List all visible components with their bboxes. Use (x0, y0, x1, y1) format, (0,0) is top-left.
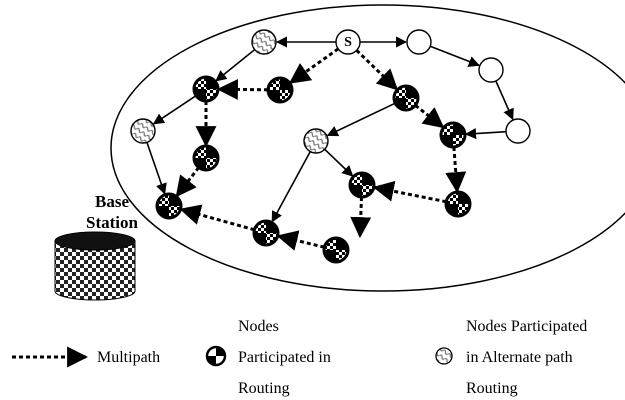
routing-node-R6 (348, 171, 376, 199)
path-edge-R1-A2 (152, 95, 197, 125)
source-node-label: S (344, 35, 352, 50)
routing-node-R5 (192, 144, 220, 172)
multipath-edge-R4-R7 (445, 146, 467, 194)
routing-node-R9 (322, 236, 350, 264)
multipath-edge-S-R3 (355, 49, 399, 91)
path-edge-W1-W2 (429, 45, 480, 67)
edges (146, 36, 514, 251)
path-edge-W2-W3 (495, 80, 514, 121)
multipath-edge-S-R2 (288, 47, 340, 84)
multipath-edge-R6-ENDV (350, 196, 372, 239)
base-station-node (155, 192, 183, 220)
base-station-label-line2: Station (86, 213, 139, 232)
legend-routing-label-line2: Participated in (238, 349, 331, 366)
path-edge-A1-R1 (215, 48, 256, 82)
base-station-label-line1: Base (95, 192, 129, 211)
legend-alternate-node-icon (435, 347, 453, 365)
network-boundary (110, 4, 625, 292)
routing-node-R3 (392, 84, 420, 112)
legend-alternate-label-line2: in Alternate path (466, 349, 573, 366)
path-edge-A2-BS (146, 142, 167, 195)
routing-node-R4 (439, 121, 467, 149)
routing-node-R1 (192, 75, 220, 103)
legend-routing-label-line1: Nodes (238, 318, 279, 335)
legend-alternate-label-line1: Nodes Participated (466, 318, 587, 335)
multipath-edge-R3-R4 (414, 104, 445, 129)
multipath-edge-R7-R6 (372, 180, 447, 204)
idle-node-W2 (478, 57, 504, 83)
idle-node-W3 (505, 118, 531, 144)
path-edge-W3-R4 (464, 127, 507, 140)
legend: Multipath Nodes Participated in Routing … (12, 318, 587, 397)
path-edge-A3-R6 (324, 148, 354, 177)
legend-routing-node-icon (205, 345, 227, 367)
path-edge-R3-A3 (326, 102, 396, 137)
idle-node-W1 (406, 29, 432, 55)
nodes (130, 29, 531, 264)
legend-alternate-label-line3: Routing (466, 380, 518, 397)
path-edge-A3-R8 (271, 151, 312, 223)
legend-routing-label-line3: Routing (238, 380, 290, 397)
legend-multipath-label: Multipath (97, 349, 160, 366)
source-node-S (335, 29, 361, 55)
routing-node-R2 (266, 76, 294, 104)
multipath-edge-R9-R8 (276, 230, 325, 251)
multipath-edge-R2-R1 (216, 78, 269, 100)
alternate-node-A1 (251, 29, 277, 55)
alternate-node-A3 (303, 128, 329, 154)
routing-node-R7 (444, 190, 472, 218)
routing-node-R8 (252, 219, 280, 247)
base-station-cylinder (54, 231, 136, 301)
multipath-edge-R8-BS (179, 204, 255, 232)
alternate-node-A2 (130, 118, 156, 144)
multipath-edge-R5-BS (175, 166, 200, 198)
